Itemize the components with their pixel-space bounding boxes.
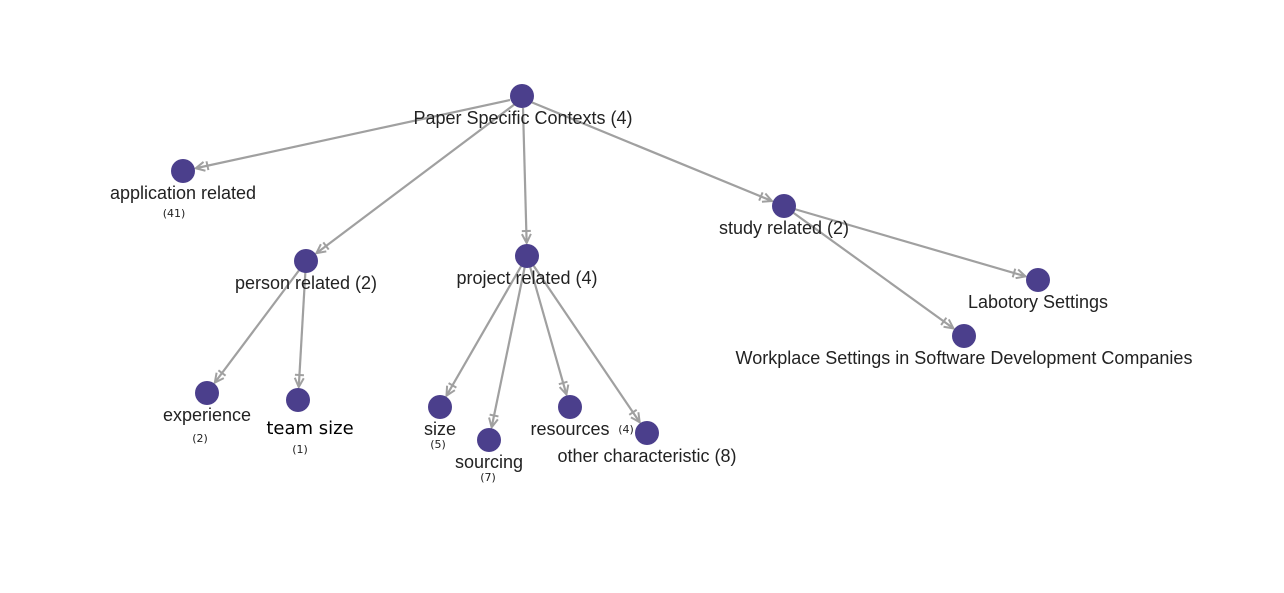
arrowhead-project-resources xyxy=(558,380,570,397)
arrowhead-project-size xyxy=(445,382,457,398)
label-resources: resources xyxy=(530,419,609,439)
count-team-size: (1) xyxy=(292,443,308,456)
node-other-characteristic[interactable] xyxy=(635,421,659,445)
arrowhead-study-workplace xyxy=(940,317,956,330)
count-sourcing: (7) xyxy=(480,471,496,484)
count-experience: (2) xyxy=(192,432,208,445)
label-team-size: team size xyxy=(266,418,353,439)
count-application-related: (41) xyxy=(163,207,186,220)
node-resources[interactable] xyxy=(558,395,582,419)
node-application-related[interactable] xyxy=(171,159,195,183)
node-size[interactable] xyxy=(428,395,452,419)
count-resources: (4) xyxy=(618,423,634,436)
label-application-related: application related xyxy=(110,183,256,203)
label-experience: experience xyxy=(163,405,251,425)
node-team-size[interactable] xyxy=(286,388,310,412)
arrowhead-project-sourcing xyxy=(488,413,499,430)
node-study-related[interactable] xyxy=(772,194,796,218)
arrowhead-project-other xyxy=(628,408,641,425)
edge-root-study xyxy=(530,100,773,203)
edge-study-workplace xyxy=(783,205,955,330)
edge-project-sourcing xyxy=(490,255,529,428)
node-person-related[interactable] xyxy=(294,249,318,273)
edge-root-project xyxy=(521,107,528,244)
arrowhead-root-application xyxy=(193,161,210,172)
node-project-related[interactable] xyxy=(515,244,539,268)
node-paper-specific-contexts[interactable] xyxy=(510,84,534,108)
arrowhead-study-laboratory xyxy=(1011,268,1028,280)
count-size: (5) xyxy=(430,438,446,451)
arrowhead-person-team_size xyxy=(293,373,305,390)
node-laboratory-settings[interactable] xyxy=(1026,268,1050,292)
label-sourcing: sourcing xyxy=(455,452,523,472)
edge-root-person xyxy=(315,103,516,255)
node-workplace-settings[interactable] xyxy=(952,324,976,348)
label-person-related: person related (2) xyxy=(235,273,377,293)
node-sourcing[interactable] xyxy=(477,428,501,452)
label-project-related: project related (4) xyxy=(456,268,597,288)
edge-project-resources xyxy=(525,255,568,395)
arrowhead-person-experience xyxy=(213,369,227,385)
node-experience[interactable] xyxy=(195,381,219,405)
label-size: size xyxy=(424,419,456,439)
arrowhead-root-study xyxy=(758,191,775,203)
edge-project-other xyxy=(526,255,641,423)
edge-person-team_size xyxy=(297,260,308,388)
nodes-layer: Paper Specific Contexts (4) application … xyxy=(110,84,1193,484)
edges-layer xyxy=(193,98,1028,430)
label-other-characteristic: other characteristic (8) xyxy=(557,446,736,466)
arrowhead-root-person xyxy=(314,241,330,255)
label-paper-specific-contexts: Paper Specific Contexts (4) xyxy=(413,108,632,128)
arrowhead-root-project xyxy=(521,229,532,246)
edge-root-application xyxy=(195,98,511,170)
label-study-related: study related (2) xyxy=(719,218,849,238)
label-workplace-settings: Workplace Settings in Software Developme… xyxy=(736,348,1193,368)
edge-project-size xyxy=(445,255,528,397)
edge-person-experience xyxy=(213,260,307,384)
edge-study-laboratory xyxy=(783,204,1026,278)
label-laboratory-settings: Labotory Settings xyxy=(968,292,1108,312)
